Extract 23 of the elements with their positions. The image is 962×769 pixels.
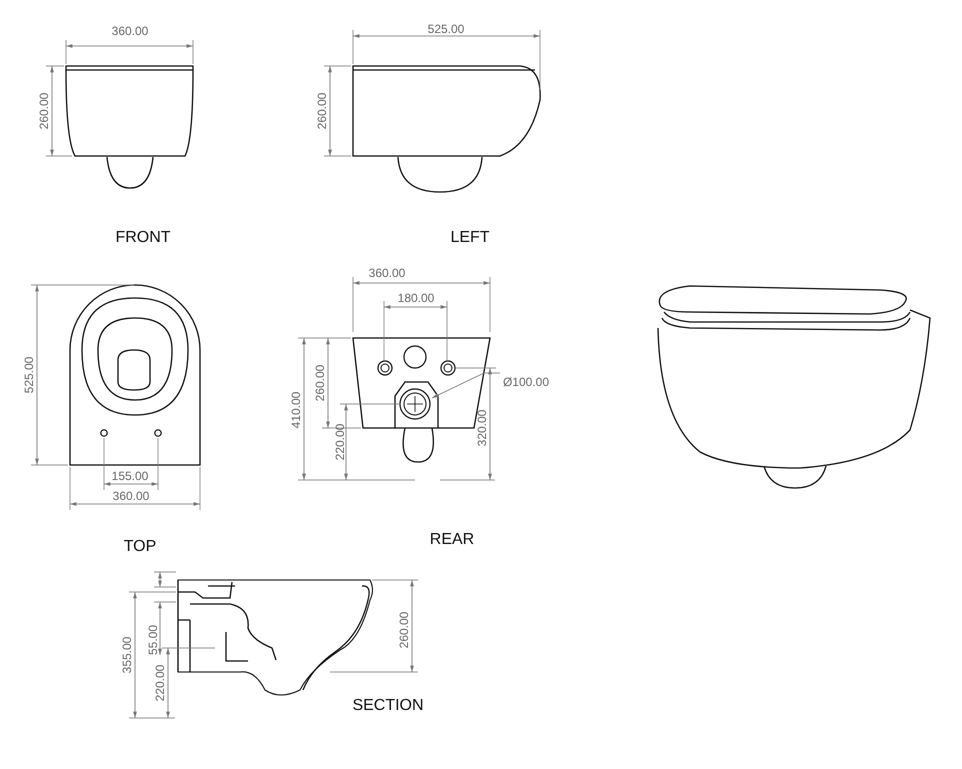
view-title: REAR xyxy=(430,532,474,548)
dimension-label: 320.00 xyxy=(476,410,488,446)
dimension-label: 220.00 xyxy=(154,664,166,702)
dimension-label: 525.00 xyxy=(428,23,464,35)
dimension-label: 55.00 xyxy=(147,624,159,656)
dimension-label: 360.00 xyxy=(368,267,406,279)
dimension-label: 220.00 xyxy=(334,424,346,460)
dimension-label: 260.00 xyxy=(314,364,326,402)
dimension-label: 260.00 xyxy=(398,612,410,648)
dimension-label: 260.00 xyxy=(38,92,50,130)
dimension-label: 260.00 xyxy=(316,92,328,130)
dimension-label: 355.00 xyxy=(121,636,133,674)
dimension-label: 155.00 xyxy=(112,470,148,482)
view-title: TOP xyxy=(124,539,156,555)
dimension-label: 180.00 xyxy=(398,292,434,304)
view-title: SECTION xyxy=(352,698,424,714)
dimension-label: Ø100.00 xyxy=(502,376,550,388)
dimension-label: 525.00 xyxy=(23,356,35,394)
dimension-label: 410.00 xyxy=(290,392,302,428)
dimension-label: 360.00 xyxy=(112,25,148,37)
view-title: LEFT xyxy=(450,230,490,246)
view-title: FRONT xyxy=(115,230,171,246)
dimension-label: 360.00 xyxy=(112,490,150,502)
